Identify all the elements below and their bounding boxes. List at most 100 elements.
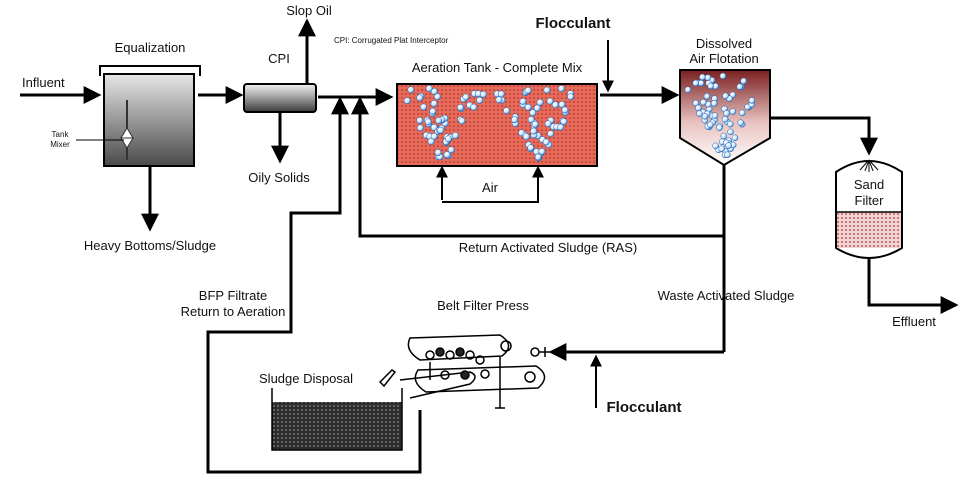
bubble <box>723 110 730 117</box>
bubble <box>701 113 709 120</box>
bubble <box>718 145 725 153</box>
bubble <box>519 97 527 105</box>
tank-mixer-label-2: Mixer <box>50 140 70 149</box>
sprinkler-icon <box>859 159 879 172</box>
bubble <box>533 104 541 112</box>
bubble <box>476 96 484 104</box>
bubble <box>700 99 707 106</box>
daf-label-1: Dissolved <box>696 36 752 51</box>
bubble <box>542 138 550 146</box>
bfp-filtrate-pipe <box>206 96 422 474</box>
cpi-separator <box>243 83 317 113</box>
bubble <box>420 103 428 111</box>
bubble <box>424 118 432 126</box>
bubble <box>696 110 703 117</box>
bubble <box>437 126 445 134</box>
bubble <box>692 79 699 87</box>
bubble <box>527 144 535 152</box>
bubble <box>495 96 503 104</box>
bubble <box>724 151 731 159</box>
bubble <box>695 104 702 112</box>
sand-filter <box>835 159 903 259</box>
bubble <box>731 134 739 142</box>
bubble <box>711 112 719 119</box>
cpi-label: CPI <box>268 51 290 66</box>
bubble <box>736 83 744 91</box>
bubble <box>457 104 464 111</box>
bubble <box>534 153 542 161</box>
bubble <box>430 100 438 107</box>
aeration-bubbles <box>403 85 575 162</box>
bubble <box>524 103 532 111</box>
bubble <box>725 142 732 149</box>
bubble <box>704 74 712 81</box>
sludge-disposal-bin <box>271 388 403 451</box>
sand-filter-label-1: Sand <box>854 177 884 192</box>
bubble <box>497 90 505 98</box>
effluent-label: Effluent <box>892 314 936 329</box>
bubble <box>427 138 435 145</box>
aeration-tank <box>396 83 598 167</box>
flocculant-top-label: Flocculant <box>535 15 610 32</box>
bubble <box>710 100 718 107</box>
bubble <box>447 146 455 154</box>
bubble <box>536 98 544 106</box>
heavy-bottoms-label: Heavy Bottoms/Sludge <box>84 238 216 253</box>
aeration-tank-label: Aeration Tank - Complete Mix <box>412 60 583 75</box>
bubble <box>727 128 734 136</box>
bubble <box>740 77 747 85</box>
bubble <box>697 79 705 87</box>
bubble <box>458 117 466 125</box>
equalization-label: Equalization <box>115 40 186 55</box>
bubble <box>434 149 442 156</box>
bubble <box>543 86 551 94</box>
bubble <box>527 116 535 124</box>
bubble <box>729 108 737 115</box>
bubble <box>547 130 555 138</box>
cpi-note-label: CPI: Corrugated Plat Interceptor <box>334 36 449 45</box>
bubble <box>416 124 424 132</box>
bubble <box>429 107 437 115</box>
bubble <box>551 101 559 109</box>
bubble <box>433 93 441 101</box>
bubble <box>748 97 756 104</box>
bubble <box>544 120 552 128</box>
bubble <box>444 135 452 143</box>
influent-label: Influent <box>22 75 65 90</box>
bubble <box>407 86 415 94</box>
bubble <box>557 85 565 93</box>
bubble <box>524 87 532 94</box>
bubble <box>452 132 459 139</box>
bubble <box>561 106 569 114</box>
bubble <box>462 93 470 101</box>
daf-to-sand-pipe <box>770 116 878 156</box>
bubble <box>546 97 554 105</box>
bubble <box>721 115 729 123</box>
ras-label: Return Activated Sludge (RAS) <box>459 240 637 255</box>
belt-filter-press-label: Belt Filter Press <box>437 298 529 313</box>
bubble <box>538 148 546 155</box>
bubble <box>716 124 723 131</box>
bubble <box>511 116 519 124</box>
bfp-filtrate-label-1: BFP Filtrate <box>199 288 267 303</box>
sand-filter-label-2: Filter <box>855 193 885 208</box>
bubble <box>720 132 728 140</box>
bubble <box>707 82 714 90</box>
bubble <box>560 118 568 126</box>
bubble <box>470 103 478 111</box>
bubble <box>503 107 511 115</box>
bubble <box>435 117 443 124</box>
bubble <box>567 93 575 101</box>
bubble <box>529 109 537 117</box>
bubble <box>738 109 746 117</box>
air-line-2 <box>442 165 544 203</box>
bubble <box>737 119 744 126</box>
bubble <box>712 142 719 150</box>
bubble <box>684 86 692 93</box>
belt-filter-press <box>378 334 550 409</box>
bubble <box>403 97 411 105</box>
was-label: Waste Activated Sludge <box>658 288 795 303</box>
mixer-impeller-icon <box>120 127 134 149</box>
bubble <box>719 72 727 80</box>
